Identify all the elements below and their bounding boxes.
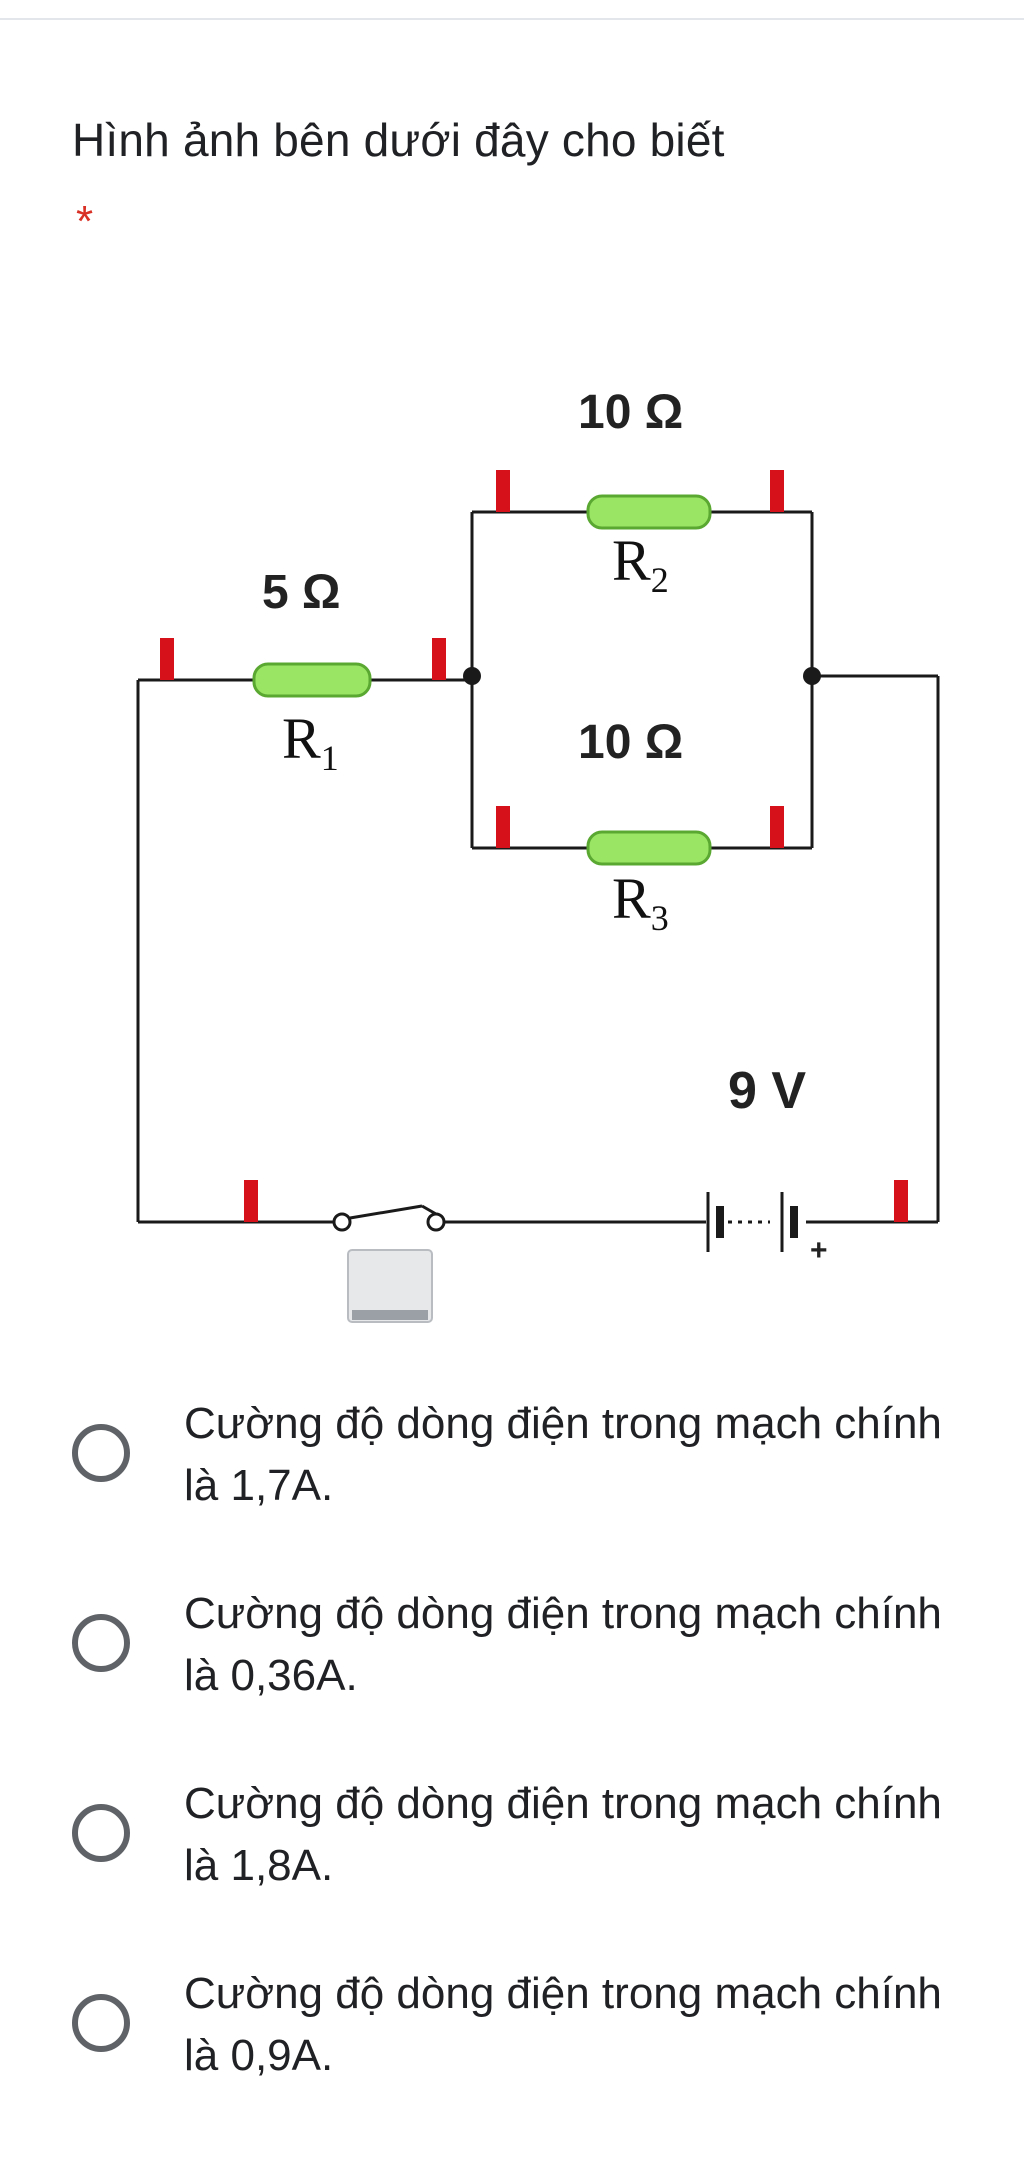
terminal-r3-right — [770, 806, 784, 848]
r1-name: R1 — [282, 706, 339, 778]
option-3-label[interactable]: Cường độ dòng điện trong mạch chính là 1… — [184, 1779, 942, 1890]
junction-right — [803, 667, 821, 685]
switch-contact-left — [332, 1212, 352, 1232]
switch-lever — [349, 1204, 423, 1220]
option-2-label[interactable]: Cường độ dòng điện trong mạch chính là 0… — [184, 1589, 942, 1700]
option-4[interactable]: Cường độ dòng điện trong mạch chính là 0… — [0, 1945, 1024, 2115]
resistor-r3 — [586, 830, 712, 866]
radio-option-4[interactable] — [72, 1994, 130, 2052]
radio-option-1[interactable] — [72, 1424, 130, 1482]
switch-button — [347, 1249, 433, 1323]
circuit-wires — [136, 510, 940, 1224]
terminal-r1-right — [432, 638, 446, 680]
option-4-label[interactable]: Cường độ dòng điện trong mạch chính là 0… — [184, 1969, 942, 2080]
option-3[interactable]: Cường độ dòng điện trong mạch chính là 1… — [0, 1755, 1024, 1925]
option-2[interactable]: Cường độ dòng điện trong mạch chính là 0… — [0, 1565, 1024, 1735]
circuit-svg: 5 Ω 10 Ω 10 Ω R1 R2 R3 9 V — [136, 386, 940, 1323]
battery-positive: + — [810, 1234, 828, 1267]
terminal-battery — [894, 1180, 908, 1222]
switch-lever-tip — [421, 1204, 437, 1216]
option-1[interactable]: Cường độ dòng điện trong mạch chính là 1… — [0, 1375, 1024, 1545]
terminal-r1-left — [160, 638, 174, 680]
terminals — [160, 470, 908, 1222]
resistor-r1 — [252, 662, 372, 698]
top-divider — [0, 18, 1024, 20]
r1-value: 5 Ω — [262, 566, 341, 619]
terminal-r2-right — [770, 470, 784, 512]
battery-symbol — [706, 1192, 798, 1252]
question-title: Hình ảnh bên dưới đây cho biết — [72, 114, 725, 166]
r2-value: 10 Ω — [578, 386, 683, 439]
resistor-r2 — [586, 494, 712, 530]
radio-option-2[interactable] — [72, 1614, 130, 1672]
terminal-r3-left — [496, 806, 510, 848]
switch-symbol — [332, 1204, 446, 1232]
option-1-label[interactable]: Cường độ dòng điện trong mạch chính là 1… — [184, 1399, 942, 1510]
terminal-switch — [244, 1180, 258, 1222]
circuit-diagram: 5 Ω 10 Ω 10 Ω R1 R2 R3 9 V — [0, 360, 1024, 1360]
battery-value: 9 V — [728, 1062, 806, 1120]
required-marker: * — [76, 197, 94, 246]
r2-name: R2 — [612, 528, 669, 600]
terminal-r2-left — [496, 470, 510, 512]
r3-value: 10 Ω — [578, 716, 683, 769]
radio-option-3[interactable] — [72, 1804, 130, 1862]
junction-left — [463, 667, 481, 685]
switch-contact-right — [426, 1212, 446, 1232]
r3-name: R3 — [612, 866, 669, 938]
